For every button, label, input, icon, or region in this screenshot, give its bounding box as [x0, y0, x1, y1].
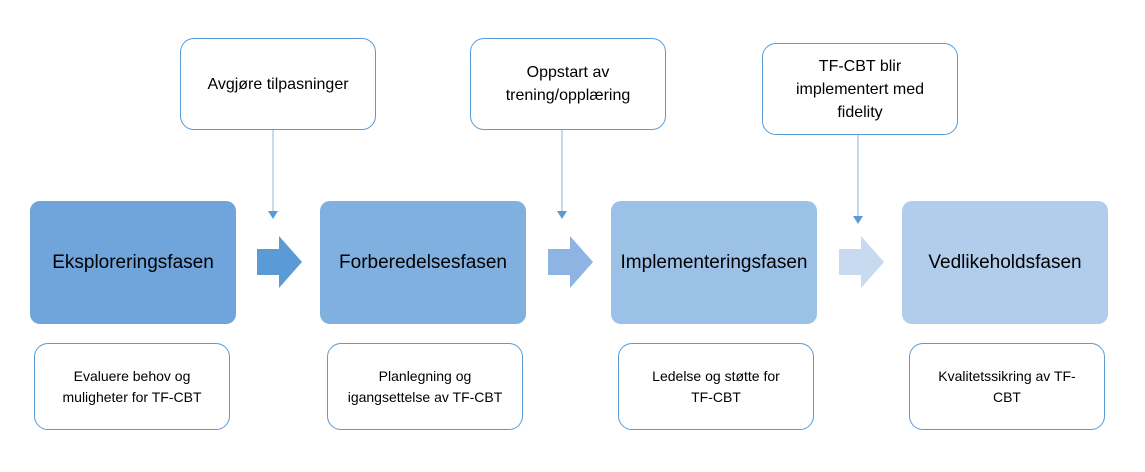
bottom-note-kvalitetssikring-text: Kvalitetssikring av TF- CBT — [938, 367, 1076, 405]
right-arrow-icon — [548, 236, 593, 288]
right-arrow-icon — [839, 236, 884, 288]
phase-vedlikeholdsfasen: Vedlikeholdsfasen — [902, 201, 1108, 324]
phase-forberedelsesfasen: Forberedelsesfasen — [320, 201, 526, 324]
top-note-tilpasninger: Avgjøre tilpasninger — [180, 38, 376, 130]
bottom-note-evaluere: Evaluere behov og muligheter for TF-CBT — [34, 343, 230, 430]
connector-oppstart — [557, 130, 567, 219]
connector-tilpasninger — [268, 130, 278, 219]
bottom-note-ledelse: Ledelse og støtte for TF-CBT — [618, 343, 814, 430]
top-note-tilpasninger-text: Avgjøre tilpasninger — [207, 75, 349, 93]
top-note-oppstart-text: Oppstart av trening/opplæring — [505, 64, 631, 104]
bottom-note-planlegning: Planlegning og igangsettelse av TF-CBT — [327, 343, 523, 430]
connector-fidelity — [853, 135, 863, 224]
phase-vedlikeholdsfasen-label: Vedlikeholdsfasen — [928, 251, 1082, 273]
bottom-note-planlegning-text: Planlegning og igangsettelse av TF-CBT — [347, 367, 503, 405]
phase-implementeringsfasen: Implementeringsfasen — [611, 201, 817, 324]
bottom-note-evaluere-text: Evaluere behov og muligheter for TF-CBT — [62, 367, 202, 405]
top-note-fidelity-text: TF-CBT blir implementert med fidelity — [795, 57, 925, 121]
bottom-note-kvalitetssikring: Kvalitetssikring av TF- CBT — [909, 343, 1105, 430]
top-note-fidelity: TF-CBT blir implementert med fidelity — [762, 43, 958, 135]
phase-implementeringsfasen-label: Implementeringsfasen — [620, 251, 808, 273]
phase-forberedelsesfasen-label: Forberedelsesfasen — [339, 251, 507, 273]
phase-eksploreringsfasen: Eksploreringsfasen — [30, 201, 236, 324]
phase-eksploreringsfasen-label: Eksploreringsfasen — [52, 251, 214, 273]
right-arrow-icon — [257, 236, 302, 288]
bottom-note-ledelse-text: Ledelse og støtte for TF-CBT — [652, 367, 780, 405]
top-note-oppstart: Oppstart av trening/opplæring — [470, 38, 666, 130]
